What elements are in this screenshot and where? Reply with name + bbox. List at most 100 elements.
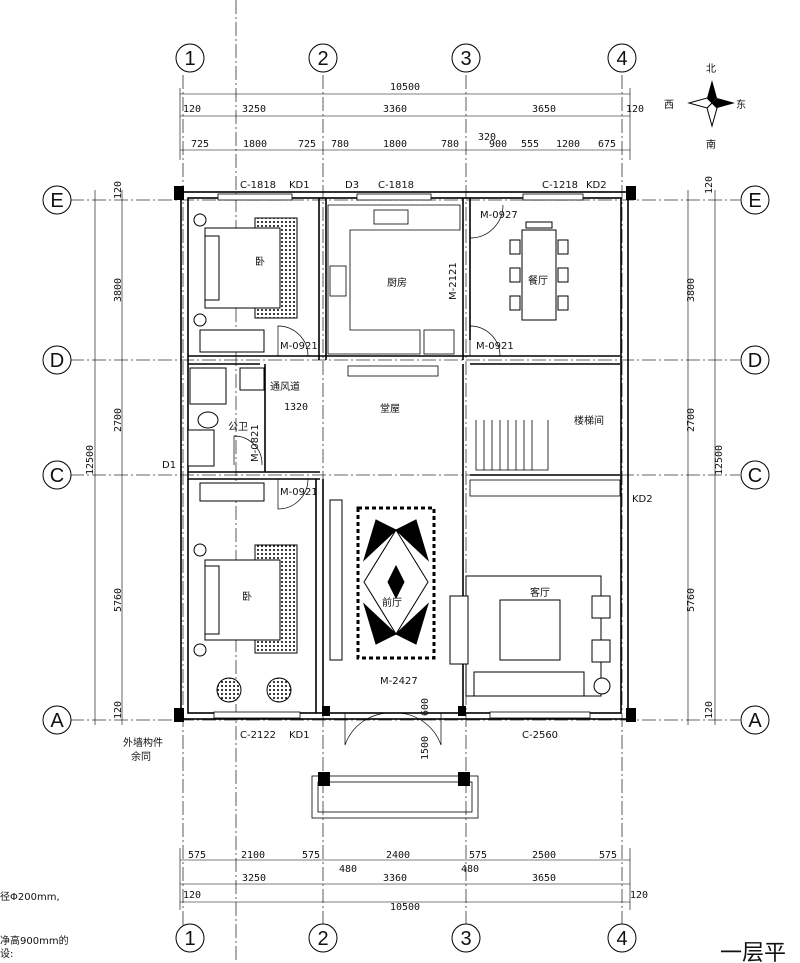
svg-text:575: 575 xyxy=(469,850,487,861)
bed-bottom xyxy=(193,482,298,703)
svg-text:2400: 2400 xyxy=(386,850,410,861)
svg-text:120: 120 xyxy=(113,181,124,199)
svg-text:C-2560: C-2560 xyxy=(522,730,558,741)
note-ext-parts: 外墙构件 xyxy=(123,736,163,749)
living-furniture xyxy=(449,575,611,697)
window-labels: C-1818 KD1 D3 C-1818 C-1218 KD2 KD2 D1 C… xyxy=(162,180,653,741)
room-foyer: 前厅 xyxy=(382,596,402,609)
svg-text:3250: 3250 xyxy=(242,873,266,884)
svg-text:1200: 1200 xyxy=(556,139,580,150)
foyer-cabinet xyxy=(329,499,343,661)
axis-bubble-D-r: D xyxy=(740,345,770,375)
dining-table xyxy=(509,221,569,321)
svg-text:3250: 3250 xyxy=(242,104,266,115)
svg-text:M-2427: M-2427 xyxy=(380,676,418,687)
axis-bubble-2: 2 xyxy=(308,43,338,73)
room-living: 客厅 xyxy=(530,586,550,599)
svg-text:M-0927: M-0927 xyxy=(480,210,518,221)
room-bed-bottom: 卧 xyxy=(242,590,252,603)
bottom-dimensions xyxy=(179,848,631,910)
svg-text:1800: 1800 xyxy=(383,139,407,150)
plan-title: 一层平 xyxy=(720,941,786,963)
svg-text:575: 575 xyxy=(599,850,617,861)
svg-text:320: 320 xyxy=(478,132,496,143)
entrance-steps xyxy=(311,775,479,819)
room-kitchen: 厨房 xyxy=(387,276,407,289)
svg-text:C: C xyxy=(50,465,64,487)
svg-text:780: 780 xyxy=(331,139,349,150)
svg-text:3: 3 xyxy=(460,48,471,70)
foyer-rug xyxy=(356,506,436,660)
svg-text:3650: 3650 xyxy=(532,873,556,884)
axis-bubbles: 1 2 3 4 1 2 3 4 E D C A E D C A xyxy=(42,43,770,953)
svg-text:A: A xyxy=(748,710,762,732)
axis-bubble-C-r: C xyxy=(740,460,770,490)
bottom-dimension-texts: 575 2100 575 2400 575 2500 575 480 480 3… xyxy=(183,850,648,913)
svg-text:D1: D1 xyxy=(162,460,176,471)
svg-text:D3: D3 xyxy=(345,180,359,191)
svg-text:4: 4 xyxy=(616,48,627,70)
svg-text:120: 120 xyxy=(630,890,648,901)
axis-bubble-1b: 1 xyxy=(175,923,205,953)
axis-bubble-A-r: A xyxy=(740,705,770,735)
svg-text:2700: 2700 xyxy=(686,408,697,432)
svg-text:E: E xyxy=(748,190,761,212)
side-dimensions xyxy=(94,190,716,725)
svg-text:C-1818: C-1818 xyxy=(378,180,414,191)
svg-text:480: 480 xyxy=(461,864,479,875)
note-1: 径Φ200mm, xyxy=(0,890,60,903)
svg-text:5760: 5760 xyxy=(686,588,697,612)
vent-note: 通风道 xyxy=(270,380,300,393)
bed-top xyxy=(193,213,298,353)
note-3: 设: xyxy=(0,948,13,960)
note-2: 净高900mm的 xyxy=(0,934,69,947)
svg-text:900: 900 xyxy=(489,139,507,150)
svg-text:120: 120 xyxy=(113,701,124,719)
axis-bubble-3: 3 xyxy=(451,43,481,73)
room-hall: 堂屋 xyxy=(380,403,400,415)
svg-text:D: D xyxy=(50,350,64,372)
svg-text:12500: 12500 xyxy=(714,445,725,475)
svg-text:725: 725 xyxy=(191,139,209,150)
svg-text:M-0821: M-0821 xyxy=(250,424,261,462)
svg-text:西: 西 xyxy=(664,100,674,111)
svg-text:3800: 3800 xyxy=(113,278,124,302)
svg-text:12500: 12500 xyxy=(85,445,96,475)
svg-text:2500: 2500 xyxy=(532,850,556,861)
svg-text:C: C xyxy=(748,465,762,487)
svg-text:KD1: KD1 xyxy=(289,180,310,191)
axis-bubble-A: A xyxy=(42,705,72,735)
svg-text:10500: 10500 xyxy=(390,902,420,913)
kitchen-counter xyxy=(327,204,461,377)
staircase xyxy=(469,420,621,497)
svg-text:1: 1 xyxy=(184,48,195,70)
doors xyxy=(233,204,504,746)
svg-text:120: 120 xyxy=(704,176,715,194)
svg-text:3650: 3650 xyxy=(532,104,556,115)
axis-bubble-D: D xyxy=(42,345,72,375)
svg-text:2: 2 xyxy=(317,48,328,70)
svg-text:1: 1 xyxy=(184,928,195,950)
axis-bubble-E-r: E xyxy=(740,185,770,215)
note-ext-parts2: 余同 xyxy=(131,750,151,763)
svg-text:3360: 3360 xyxy=(383,873,407,884)
room-dining: 餐厅 xyxy=(528,274,548,287)
svg-text:1800: 1800 xyxy=(243,139,267,150)
svg-text:KD2: KD2 xyxy=(632,494,653,505)
svg-text:575: 575 xyxy=(188,850,206,861)
svg-text:120: 120 xyxy=(704,701,715,719)
svg-text:3360: 3360 xyxy=(383,104,407,115)
svg-text:725: 725 xyxy=(298,139,316,150)
bathroom-fixtures xyxy=(187,367,265,467)
svg-text:480: 480 xyxy=(339,864,357,875)
svg-text:120: 120 xyxy=(626,104,644,115)
dim-600: 600 xyxy=(420,698,431,716)
svg-text:2: 2 xyxy=(317,928,328,950)
svg-text:M-0921: M-0921 xyxy=(476,341,514,352)
svg-text:东: 东 xyxy=(736,98,746,111)
svg-text:KD2: KD2 xyxy=(586,180,607,191)
svg-text:M-0921: M-0921 xyxy=(280,487,318,498)
svg-text:3800: 3800 xyxy=(686,278,697,302)
windows xyxy=(213,193,591,719)
